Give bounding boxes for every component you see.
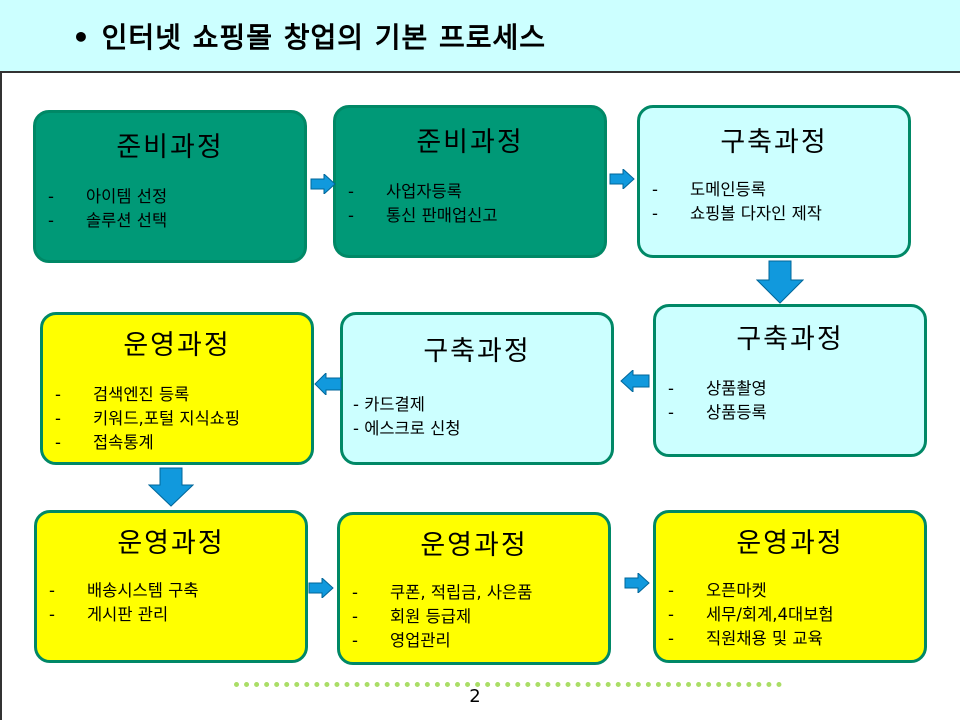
process-item: 쿠폰, 적립금, 사은품 xyxy=(350,581,604,605)
process-box-2: 준비과정 사업자등록 통신 판매업신고 xyxy=(333,105,607,258)
process-box-title: 운영과정 xyxy=(736,528,844,559)
process-item: 오픈마켓 xyxy=(666,579,920,603)
arrow-left-icon xyxy=(314,373,342,395)
process-item: 영업관리 xyxy=(350,629,604,653)
process-box-7: 운영과정 배송시스템 구축 게시판 관리 xyxy=(34,510,308,663)
arrow-right-icon xyxy=(310,174,336,194)
arrow-down-icon xyxy=(148,467,194,507)
arrow-down-icon xyxy=(756,260,804,304)
page-number: 2 xyxy=(469,686,481,707)
process-box-items: 아이템 선정 솔루션 선택 xyxy=(46,185,300,233)
process-item: 접속통계 xyxy=(53,431,307,455)
process-box-title: 준비과정 xyxy=(416,127,524,158)
arrow-right-icon xyxy=(609,169,635,189)
process-box-items: 오픈마켓 세무/회계,4대보험 직원채용 및 교육 xyxy=(666,579,920,651)
process-box-title: 준비과정 xyxy=(116,132,224,163)
process-box-6: 운영과정 검색엔진 등록 키워드,포털 지식쇼핑 접속통계 xyxy=(40,312,314,465)
process-item: 도메인등록 xyxy=(650,178,904,202)
process-item: 배송시스템 구축 xyxy=(47,579,301,603)
process-item: 상품등록 xyxy=(666,401,920,425)
slide-header: • 인터넷 쇼핑몰 창업의 기본 프로세스 xyxy=(0,0,960,73)
arrow-right-icon xyxy=(624,573,650,593)
process-item: 회원 등급제 xyxy=(350,605,604,629)
process-item: - 카드결제 xyxy=(353,395,425,414)
footer-dotted-line xyxy=(234,682,782,687)
process-box-items: 쿠폰, 적립금, 사은품 회원 등급제 영업관리 xyxy=(350,581,604,653)
process-box-1: 준비과정 아이템 선정 솔루션 선택 xyxy=(33,110,307,263)
process-box-items: 도메인등록 쇼핑볼 다자인 제작 xyxy=(650,178,904,226)
process-item: 검색엔진 등록 xyxy=(53,383,307,407)
process-box-items: 상품촬영 상품등록 xyxy=(666,377,920,425)
process-item: 게시판 관리 xyxy=(47,603,301,627)
process-box-5: 구축과정 - 카드결제 - 에스크로 신청 xyxy=(340,312,614,465)
process-box-title: 구축과정 xyxy=(736,324,844,355)
process-item: 키워드,포털 지식쇼핑 xyxy=(53,407,307,431)
process-box-title: 운영과정 xyxy=(123,330,231,361)
arrow-right-icon xyxy=(308,578,334,598)
process-item: 아이템 선정 xyxy=(46,185,300,209)
slide-title: • 인터넷 쇼핑몰 창업의 기본 프로세스 xyxy=(72,21,547,54)
process-box-8: 운영과정 쿠폰, 적립금, 사은품 회원 등급제 영업관리 xyxy=(337,512,611,665)
process-box-title: 구축과정 xyxy=(423,336,531,367)
process-box-title: 구축과정 xyxy=(720,127,828,158)
process-box-4: 구축과정 상품촬영 상품등록 xyxy=(653,304,927,457)
process-box-items: - 카드결제 - 에스크로 신청 xyxy=(353,393,607,441)
process-item: 직원채용 및 교육 xyxy=(666,627,920,651)
arrow-left-icon xyxy=(620,370,650,392)
process-item: 통신 판매업신고 xyxy=(346,204,600,228)
process-item: 사업자등록 xyxy=(346,180,600,204)
process-item: 솔루션 선택 xyxy=(46,209,300,233)
process-item: 상품촬영 xyxy=(666,377,920,401)
process-box-items: 배송시스템 구축 게시판 관리 xyxy=(47,579,301,627)
process-box-items: 사업자등록 통신 판매업신고 xyxy=(346,180,600,228)
process-box-items: 검색엔진 등록 키워드,포털 지식쇼핑 접속통계 xyxy=(53,383,307,455)
process-box-3: 구축과정 도메인등록 쇼핑볼 다자인 제작 xyxy=(637,105,911,258)
process-box-9: 운영과정 오픈마켓 세무/회계,4대보험 직원채용 및 교육 xyxy=(653,510,927,663)
process-item: - 에스크로 신청 xyxy=(353,419,461,438)
process-item: 쇼핑볼 다자인 제작 xyxy=(650,202,904,226)
left-border-line xyxy=(0,73,2,720)
process-box-title: 운영과정 xyxy=(420,530,528,561)
process-item: 세무/회계,4대보험 xyxy=(666,603,920,627)
process-box-title: 운영과정 xyxy=(117,528,225,559)
